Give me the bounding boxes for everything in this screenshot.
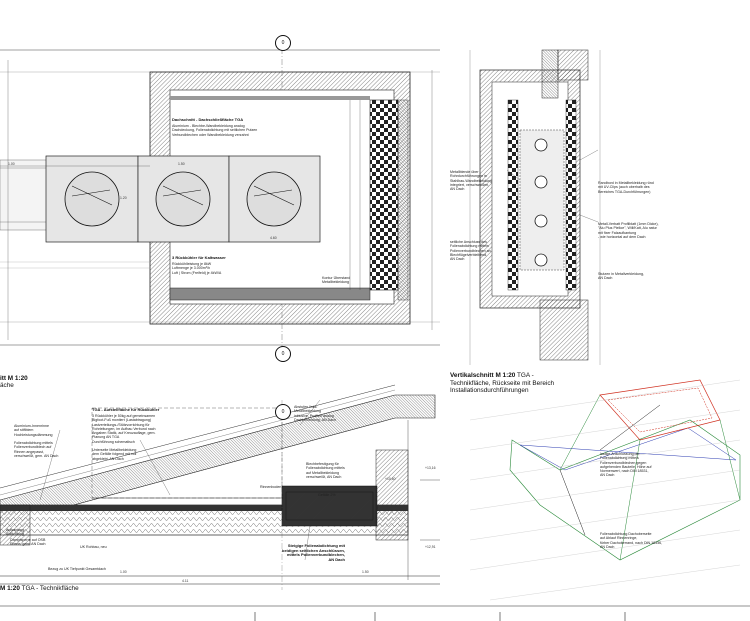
dim-c: 1.00	[120, 570, 127, 574]
long-note-bottom: Steigige Folienabdichtung mit beidigen s…	[282, 543, 345, 562]
level-1: +13,16	[425, 466, 436, 470]
cooler-fan-icon	[246, 171, 302, 227]
kontur-note: Kontur Überstand Metallbekleidung	[322, 276, 351, 285]
vsection-right-note3: Stutzen in Metallverkleidung, AN Dach	[598, 272, 644, 281]
cooler-title: 3 Rückkühler für Kaltwasser	[172, 255, 226, 260]
uk-rohbau-label: UK Rohbau, neu	[80, 545, 107, 549]
vsection-caption: Vertikalschnitt M 1:20 TGA - Technikfläc…	[450, 372, 555, 395]
iso-note-2: Folienabdichtung Dachoberseite auf Ablau…	[600, 532, 663, 549]
vertical-section	[469, 49, 601, 365]
long-note-left1: Aluminium-Innenrinne auf stiftbiem Hochl…	[14, 424, 53, 437]
long-note-main: 3 Rückkühler je 50kg auf gemeinsamen Big…	[92, 414, 156, 444]
long-note-right3: Gefälle 2%	[318, 493, 336, 497]
plan-title: Dachschnitt - Dachschließfläche TGA	[172, 117, 244, 122]
span-bottom-label: Bezug zu UK Tiefpunkt Gesamtdach	[48, 567, 106, 571]
dim-mid: 1.00	[8, 162, 15, 166]
long-note-main-title: TGA - Aufstellfläche für Rückkühler	[92, 407, 160, 412]
long-note-right2: Blechbefestigung für Folienabdichtung mi…	[306, 462, 345, 479]
long-note-left2: Folienabdichtung mittels Folienverbundbl…	[14, 441, 59, 458]
long-note-tiny1: Aufkantung Abdichtung	[6, 528, 25, 537]
dim-a: 4.11	[182, 579, 189, 583]
axis-marker-top: 0	[275, 35, 291, 51]
plan-caption-sub: äche	[0, 382, 14, 389]
vsection-left-note2: seitliche Anschluss des Folienabdichtung…	[450, 240, 491, 262]
longitudinal-section	[0, 384, 440, 590]
axis-marker-bottom: 0	[275, 404, 291, 420]
long-note-right1: Abstufen links: Metallbekleidung inklusi…	[294, 405, 336, 422]
iso-note-1: lastige Anschlussung der Folienabdichtun…	[600, 452, 652, 478]
pipe-icon	[534, 175, 548, 189]
cooler-fan-icon	[64, 171, 120, 227]
plan-title-note: Aluminium - Blechbe-Wandbekleidung analo…	[172, 124, 258, 137]
long-note-main2: Unterseite Metallbekleidung dem Gefälle …	[92, 448, 137, 461]
long-caption: M 1:20 TGA - Technikfläche	[0, 585, 79, 592]
dim-left: 1.20	[120, 196, 127, 200]
cooler-note: Rückkühlleistung je 8kW Luftmenge je 3.0…	[172, 262, 222, 275]
pipe-icon	[534, 214, 548, 228]
isometric-view	[469, 379, 741, 601]
axis-marker-mid: 0	[275, 346, 291, 362]
dim-top: 1.50	[178, 162, 185, 166]
vsection-left-note: Metallblende über Rohrdurchführungen in …	[450, 170, 493, 192]
plan-view	[0, 48, 440, 352]
vsection-right-note2: Metall-Verbatt Profilblatt (1mm Dicke), …	[598, 222, 659, 239]
vsection-right-note1: Randbord in Metallbekleidung ründ mit UV…	[598, 181, 654, 194]
pipe-icon	[534, 253, 548, 267]
cooler-fan-icon	[155, 171, 211, 227]
dim-b: 1.50	[362, 570, 369, 574]
level-3: +10,60	[385, 477, 396, 481]
level-2: +12,91	[425, 545, 436, 549]
dim-width: 4.60	[270, 236, 277, 240]
plan-caption: itt M 1:20	[0, 375, 28, 382]
long-note-tiny3: Dampfsperre auf OSB Ebene, gem. AN Dach	[10, 538, 46, 547]
pipe-icon	[534, 138, 548, 152]
long-note-tiny2: Rinnenboden	[260, 485, 282, 489]
